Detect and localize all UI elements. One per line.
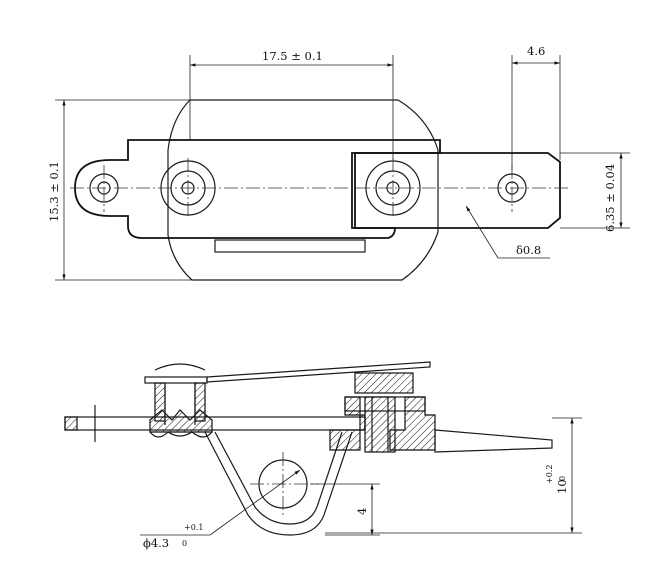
dim-height: 15.3 ± 0.1	[47, 99, 192, 281]
spring-arm	[206, 361, 431, 383]
housing-window	[214, 239, 366, 253]
left-rivet	[144, 363, 213, 438]
dim-hole: ϕ4.3 +0.1 0	[140, 469, 301, 550]
dim-total-height-base: 10	[555, 479, 569, 494]
housing-outline	[167, 99, 439, 281]
dim-thickness-label: δ0.8	[516, 243, 541, 257]
dim-terminal-width-label: 6.35 ± 0.04	[603, 164, 617, 232]
dim-total-height-sup: +0.2	[545, 465, 554, 484]
dim-hole-base: ϕ4.3	[143, 536, 169, 550]
top-view: 17.5 ± 0.1 4.6 15.3 ± 0.1 6.35 ± 0.04	[47, 44, 630, 281]
side-view: ϕ4.3 +0.1 0 4 10 +0.2 0	[64, 361, 582, 550]
dim-total-height-sub: 0	[558, 476, 567, 481]
right-contact	[329, 372, 436, 453]
base-plate	[64, 416, 366, 431]
base-plate-end	[64, 416, 78, 431]
dim-center-distance: 17.5 ± 0.1	[189, 49, 394, 160]
dim-hole-sub: 0	[182, 539, 187, 548]
right-terminal-strip	[351, 152, 561, 229]
left-terminal-plate	[74, 139, 441, 239]
dim-center-distance-label: 17.5 ± 0.1	[262, 49, 323, 63]
dim-height-label: 15.3 ± 0.1	[47, 161, 61, 222]
dim-hole-offset-label: 4	[355, 508, 369, 515]
dim-terminal-offset-label: 4.6	[527, 44, 545, 58]
bracket	[204, 431, 353, 536]
dim-terminal-offset: 4.6	[511, 44, 561, 170]
dim-hole-offset: 4	[310, 483, 380, 536]
dim-total-height: 10 +0.2 0	[325, 417, 582, 534]
bracket-hole	[250, 452, 318, 515]
dim-terminal-width: 6.35 ± 0.04	[560, 152, 630, 232]
dim-thickness: δ0.8	[465, 205, 550, 259]
dim-hole-sup: +0.1	[184, 523, 203, 532]
terminal-tab	[434, 429, 553, 453]
